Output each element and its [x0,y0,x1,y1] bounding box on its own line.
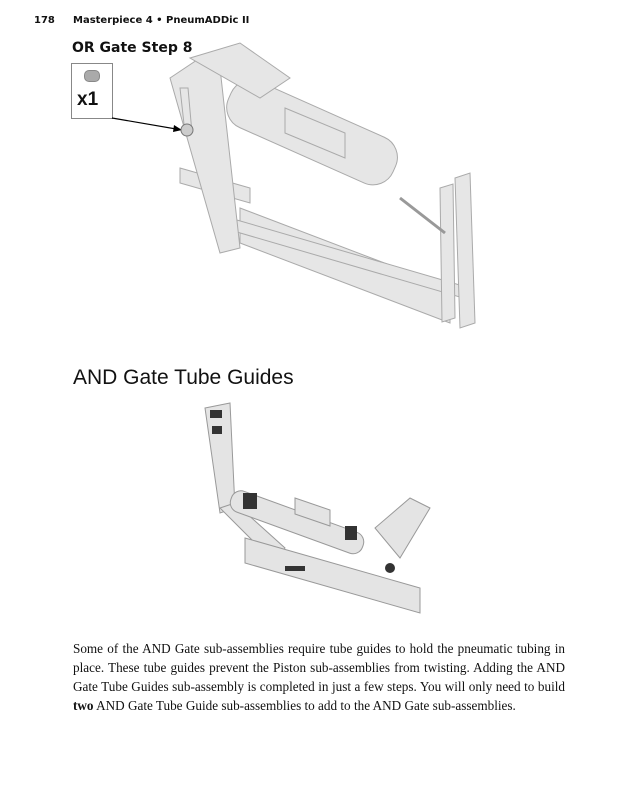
part-quantity: x1 [77,89,99,110]
bush-part-icon [84,70,100,82]
body-bold-word: two [73,698,94,713]
running-title: Masterpiece 4 • PneumADDic II [73,15,250,26]
or-gate-step-illustration [111,42,476,329]
parts-callout: x1 [71,63,113,119]
and-gate-tube-guides-illustration [204,402,431,614]
body-text-after: AND Gate Tube Guide sub-assemblies to ad… [93,698,516,713]
step-title: OR Gate Step 8 [72,40,193,56]
page-number: 178 [34,15,55,26]
section-heading: AND Gate Tube Guides [73,366,294,389]
body-text-before: Some of the AND Gate sub-assemblies requ… [73,641,565,694]
body-paragraph: Some of the AND Gate sub-assemblies requ… [73,639,565,715]
